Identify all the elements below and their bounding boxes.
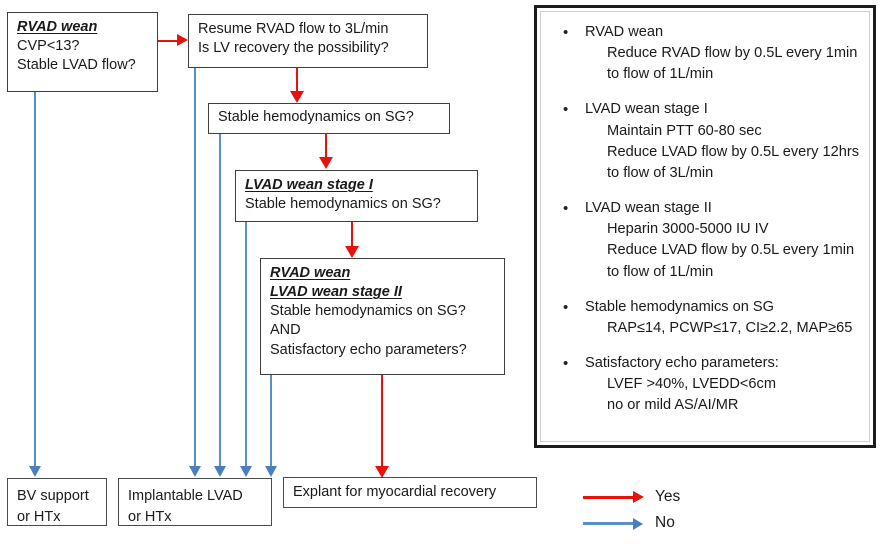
node-line: Stable LVAD flow?: [17, 57, 136, 74]
legend-label-no: No: [655, 514, 675, 531]
definition-subline: Heparin 3000-5000 IU IV: [607, 221, 769, 238]
definition-title: LVAD wean stage I: [585, 101, 708, 118]
connector-no-stage1-to-implantable: [245, 222, 247, 466]
node-line: Stable hemodynamics on SG?: [245, 196, 441, 213]
connector-no-resume-to-implantable: [194, 68, 196, 466]
node-line: Resume RVAD flow to 3L/min: [198, 21, 389, 37]
terminal-line: BV support: [17, 488, 89, 504]
terminal-line: or HTx: [17, 509, 61, 526]
connector-yes-stage1-to-stage2: [351, 222, 353, 246]
connector-no-initial-to-bv-support: [34, 92, 36, 466]
bullet-icon: •: [563, 355, 569, 373]
definition-group-lvad-wean-stage-2: • LVAD wean stage II Heparin 3000-5000 I…: [549, 198, 861, 283]
definition-subline: no or mild AS/AI/MR: [607, 397, 739, 414]
arrowhead-no-initial-to-bv-support: [28, 466, 41, 477]
node-line: CVP<13?: [17, 38, 80, 55]
terminal-line: Implantable LVAD: [128, 488, 243, 504]
legend-row-yes: Yes: [583, 484, 680, 510]
terminal-bv-support[interactable]: BV support or HTx: [7, 478, 107, 526]
connector-no-stable-to-implantable: [219, 134, 221, 466]
arrowhead-no-stable-to-implantable: [213, 466, 226, 477]
connector-yes-initial-to-resume: [158, 40, 177, 42]
definition-subline: to flow of 1L/min: [607, 263, 714, 280]
terminal-explant[interactable]: Explant for myocardial recovery: [283, 477, 537, 508]
definition-subline: to flow of 1L/min: [607, 66, 714, 83]
terminal-implantable-lvad[interactable]: Implantable LVAD or HTx: [118, 478, 272, 526]
yes-arrow-icon: [583, 491, 645, 503]
legend-label-yes: Yes: [655, 488, 681, 505]
node-lvad-wean-stage-1[interactable]: LVAD wean stage I Stable hemodynamics on…: [235, 170, 478, 222]
definition-group-echo-parameters: • Satisfactory echo parameters: LVEF >40…: [549, 353, 861, 416]
definitions-panel: • RVAD wean Reduce RVAD flow by 0.5L eve…: [534, 5, 876, 448]
connector-yes-stable-to-stage1: [325, 134, 327, 157]
node-heading: RVAD wean: [270, 265, 351, 281]
node-line: Is LV recovery the possibility?: [198, 40, 389, 57]
definition-group-rvad-wean: • RVAD wean Reduce RVAD flow by 0.5L eve…: [549, 22, 861, 85]
arrowhead-yes-initial-to-resume: [177, 33, 188, 46]
definition-subline: Reduce LVAD flow by 0.5L every 1min: [607, 242, 855, 259]
arrowhead-no-resume-to-implantable: [188, 466, 201, 477]
definition-title: RVAD wean: [585, 24, 664, 40]
arrowhead-yes-stage2-to-explant: [375, 466, 389, 478]
node-rvad-wean-initial[interactable]: RVAD wean CVP<13? Stable LVAD flow?: [7, 12, 158, 92]
connector-no-stage2-to-implantable: [270, 375, 272, 466]
node-line: AND: [270, 322, 301, 339]
node-rvad-lvad-wean-stage-2[interactable]: RVAD wean LVAD wean stage II Stable hemo…: [260, 258, 505, 375]
terminal-line: or HTx: [128, 509, 172, 526]
arrowhead-yes-resume-to-stable: [290, 91, 304, 103]
definition-title: LVAD wean stage II: [585, 200, 712, 217]
terminal-line: Explant for myocardial recovery: [293, 484, 497, 500]
node-resume-rvad-flow[interactable]: Resume RVAD flow to 3L/min Is LV recover…: [188, 14, 428, 68]
legend-row-no: No: [583, 510, 680, 536]
definition-subline: Reduce LVAD flow by 0.5L every 12hrs: [607, 143, 860, 160]
definition-subline: Reduce RVAD flow by 0.5L every 1min: [607, 45, 858, 62]
legend: Yes No: [583, 484, 680, 536]
definition-subline: RAP≤14, PCWP≤17, CI≥2.2, MAP≥65: [607, 319, 853, 336]
node-heading-secondary: LVAD wean stage II: [270, 284, 402, 301]
arrowhead-yes-stable-to-stage1: [319, 157, 333, 169]
connector-yes-stage2-to-explant: [381, 375, 383, 466]
bullet-icon: •: [563, 101, 569, 119]
bullet-icon: •: [563, 298, 569, 316]
definition-subline: to flow of 3L/min: [607, 164, 714, 181]
node-line: Stable hemodynamics on SG?: [270, 303, 466, 320]
node-heading: RVAD wean: [17, 19, 98, 35]
definition-subline: LVEF >40%, LVEDD<6cm: [607, 376, 776, 393]
definitions-panel-inner: • RVAD wean Reduce RVAD flow by 0.5L eve…: [540, 11, 870, 442]
node-stable-hemodynamics[interactable]: Stable hemodynamics on SG?: [208, 103, 450, 134]
connector-yes-resume-to-stable: [296, 68, 298, 91]
bullet-icon: •: [563, 200, 569, 218]
definition-title: Stable hemodynamics on SG: [585, 298, 775, 315]
arrowhead-no-stage2-to-implantable: [264, 466, 277, 477]
node-line: Stable hemodynamics on SG?: [218, 109, 414, 125]
arrowhead-no-stage1-to-implantable: [239, 466, 252, 477]
node-line: Satisfactory echo parameters?: [270, 341, 467, 358]
bullet-icon: •: [563, 24, 569, 41]
node-heading: LVAD wean stage I: [245, 177, 373, 193]
arrowhead-yes-stage1-to-stage2: [345, 246, 359, 258]
definition-group-stable-hemodynamics: • Stable hemodynamics on SG RAP≤14, PCWP…: [549, 297, 861, 339]
definition-subline: Maintain PTT 60-80 sec: [607, 122, 762, 139]
definition-title: Satisfactory echo parameters:: [585, 355, 779, 372]
no-arrow-icon: [583, 517, 645, 530]
definition-group-lvad-wean-stage-1: • LVAD wean stage I Maintain PTT 60-80 s…: [549, 99, 861, 184]
